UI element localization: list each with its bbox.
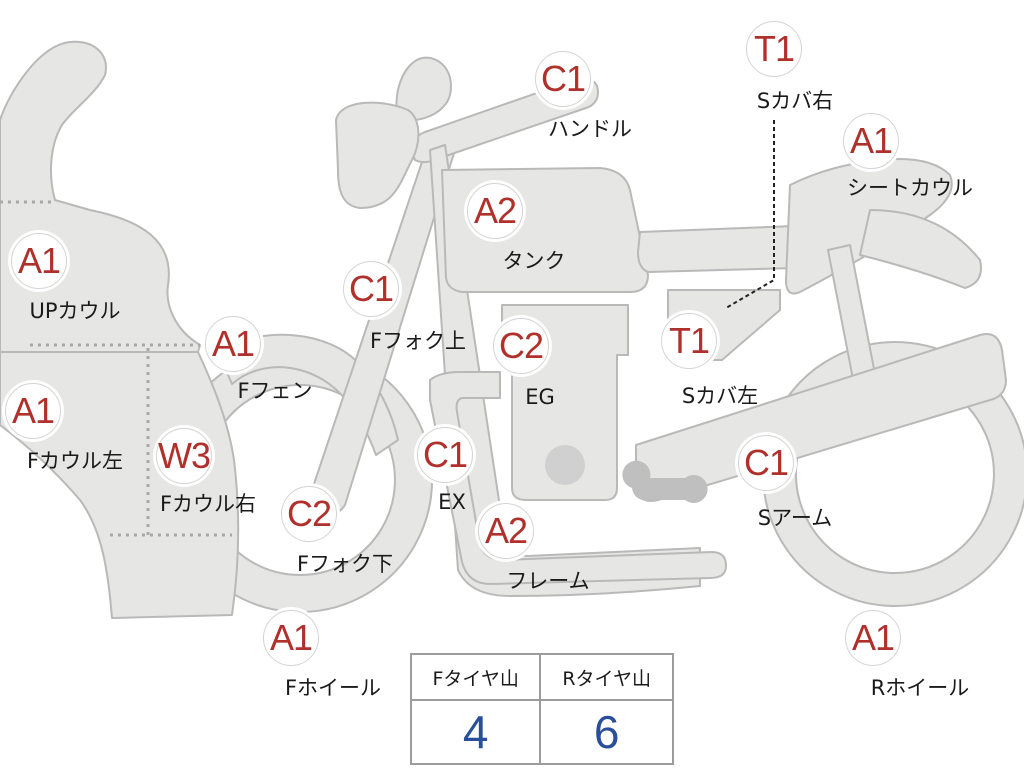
tire-tread-table: Fタイヤ山 Rタイヤ山 4 6 (409, 653, 674, 765)
front-fender-code-badge: A1 (205, 316, 261, 372)
front-wheel-code-badge: A1 (263, 610, 319, 666)
seat-shape (637, 225, 796, 273)
seat-cowl-code-badge: A1 (843, 113, 899, 169)
foot-peg-shape (622, 460, 708, 504)
swing-arm-label: Sアーム (757, 506, 833, 530)
upper-cowl-label: UPカウル (29, 299, 121, 323)
swing-arm-code-badge: C1 (738, 435, 794, 491)
engine-code-badge: C2 (493, 318, 549, 374)
front-fork-upper-label: Fフォク上 (369, 329, 467, 353)
brake-disc-shape (545, 445, 585, 485)
front-cowl-left-code-badge: A1 (5, 383, 61, 439)
frame-label: フレーム (506, 569, 590, 593)
handle-code-badge: C1 (535, 51, 591, 107)
front-fender-label: Fフェン (237, 379, 313, 403)
exhaust-code-badge: C1 (417, 427, 473, 483)
seat-cover-left-label: Sカバ左 (681, 384, 759, 408)
front-tire-value: 4 (409, 699, 542, 765)
rear-wheel-label: Rホイール (870, 676, 970, 700)
tank-label: タンク (502, 249, 566, 273)
mirror-shape (395, 56, 452, 122)
rear-tire-header: Rタイヤ山 (539, 653, 674, 701)
front-cowl-right-code-badge: W3 (156, 428, 212, 484)
front-cowl-left-label: Fカウル左 (26, 449, 124, 473)
seat-cover-left-code-badge: T1 (661, 313, 717, 369)
front-cowl-right-label: Fカウル右 (159, 492, 257, 516)
front-fork-lower-code-badge: C2 (281, 486, 337, 542)
front-tire-header: Fタイヤ山 (409, 653, 542, 701)
front-fork-lower-label: Fフォク下 (296, 552, 394, 576)
front-wheel-label: Fホイール (284, 676, 382, 700)
rear-wheel-code-badge: A1 (845, 610, 901, 666)
upper-cowl-code-badge: A1 (11, 233, 67, 289)
exhaust-shape (429, 371, 727, 585)
seat-cover-right-code-badge: T1 (746, 21, 802, 77)
seat-cowl-label: シートカウル (847, 176, 973, 200)
front-fork-upper-code-badge: C1 (343, 261, 399, 317)
handle-label: ハンドル (548, 117, 632, 141)
tank-code-badge: A2 (467, 183, 523, 239)
seat-cover-right-label: Sカバ右 (756, 89, 834, 113)
frame-code-badge: A2 (478, 503, 534, 559)
exhaust-label: EX (438, 490, 466, 514)
engine-label: EG (525, 385, 555, 409)
seat-cowl-tail-shape (859, 209, 982, 289)
headlight-shape (335, 101, 420, 209)
seat-cover-right-leader (725, 120, 775, 309)
rear-tire-value: 6 (539, 699, 674, 765)
